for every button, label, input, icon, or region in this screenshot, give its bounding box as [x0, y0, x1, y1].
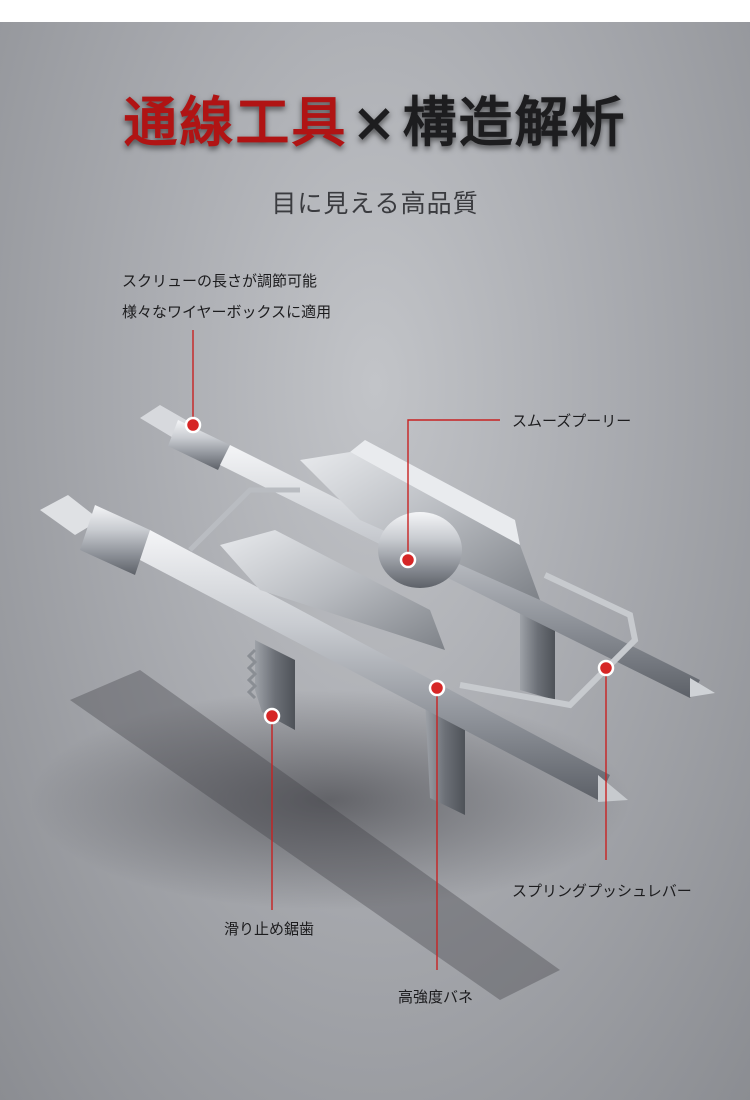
- screw-label-line-1: スクリューの長さが調節可能: [122, 272, 318, 290]
- pulley-label: スムーズプーリー: [512, 412, 632, 430]
- front-plate: [220, 530, 445, 650]
- lever-marker: [597, 659, 615, 677]
- pulley-marker: [399, 551, 417, 569]
- title-part-1: 通線工具: [123, 90, 348, 154]
- spring-label: 高強度バネ: [398, 988, 474, 1006]
- title-separator: ×: [351, 90, 399, 154]
- title-part-2: 構造解析: [402, 90, 627, 154]
- teeth-label: 滑り止め鋸歯: [224, 920, 315, 938]
- back-rod: [140, 405, 715, 698]
- top-white-strip: [0, 0, 750, 22]
- teeth-leg: [255, 640, 295, 730]
- front-leg: [425, 700, 465, 815]
- banner-title: 通線工具×構造解析: [0, 78, 750, 157]
- wire-loop-rear: [188, 487, 300, 552]
- pulley: [378, 512, 462, 588]
- spring-marker: [428, 679, 446, 697]
- lever-label: スプリングプッシュレバー: [512, 882, 692, 900]
- pulley-callout-line: [407, 419, 500, 560]
- screw-marker: [184, 416, 202, 434]
- top-plate-edge: [350, 440, 520, 545]
- banner-subtitle: 目に見える高品質: [271, 189, 479, 218]
- teeth-serration: [246, 648, 258, 700]
- teeth-marker: [263, 707, 281, 725]
- floor-shadow: [30, 690, 630, 910]
- screw-label-line-2: 様々なワイヤーボックスに適用: [122, 303, 332, 321]
- push-lever: [459, 572, 639, 709]
